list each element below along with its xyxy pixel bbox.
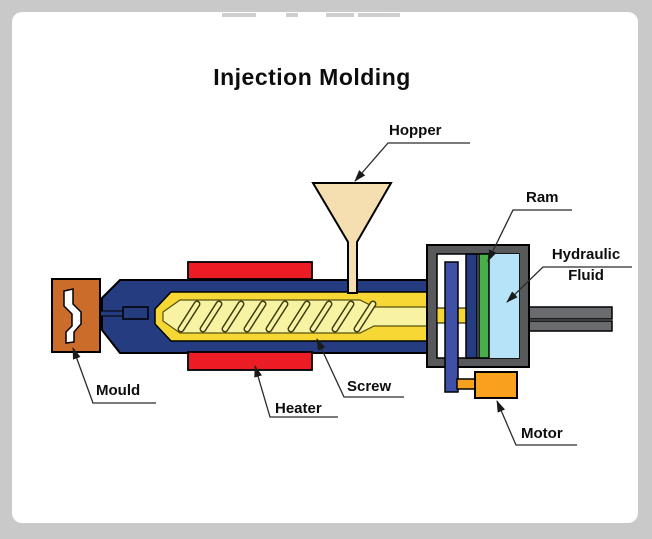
motor-label: Motor xyxy=(521,425,563,442)
hydraulic-fluid-label-line2: Fluid xyxy=(568,267,604,284)
screw-label: Screw xyxy=(347,378,392,395)
screw-leader-line xyxy=(316,338,404,398)
hydraulic-leader-line xyxy=(506,266,632,303)
heater-top-shape xyxy=(187,261,313,280)
heater-label: Heater xyxy=(275,400,322,417)
motor-leader-line xyxy=(496,400,577,446)
drive-shaft-shape xyxy=(444,261,459,393)
hydraulic-fluid-shape xyxy=(489,254,519,358)
piston-plate-shape xyxy=(465,253,478,359)
cropped-watermark-remnant xyxy=(222,13,400,17)
hydraulic-fluid-label-line1: Hydraulic xyxy=(551,246,621,263)
ram-shape xyxy=(478,253,490,359)
hopper-label: Hopper xyxy=(389,122,442,139)
hopper-leader-line xyxy=(354,142,470,182)
screw-flights xyxy=(177,300,377,333)
hydraulic-fluid-label: Hydraulic Fluid xyxy=(538,246,634,284)
diagram-canvas xyxy=(12,12,638,523)
mould-label: Mould xyxy=(96,382,141,399)
motor-coupling-shape xyxy=(456,378,476,390)
mould-cavity-shape xyxy=(63,288,82,344)
heater-bottom-shape xyxy=(187,351,313,371)
nozzle-shape xyxy=(122,306,149,320)
hopper-shape xyxy=(311,182,393,294)
ram-leader-line xyxy=(487,209,572,262)
heater-leader-line xyxy=(254,365,338,418)
guide-rods-shape xyxy=(526,306,613,332)
diagram-title: Injection Molding xyxy=(213,64,411,90)
mould-leader-line xyxy=(72,347,156,404)
ram-label: Ram xyxy=(526,189,559,206)
motor-shape xyxy=(474,371,518,399)
